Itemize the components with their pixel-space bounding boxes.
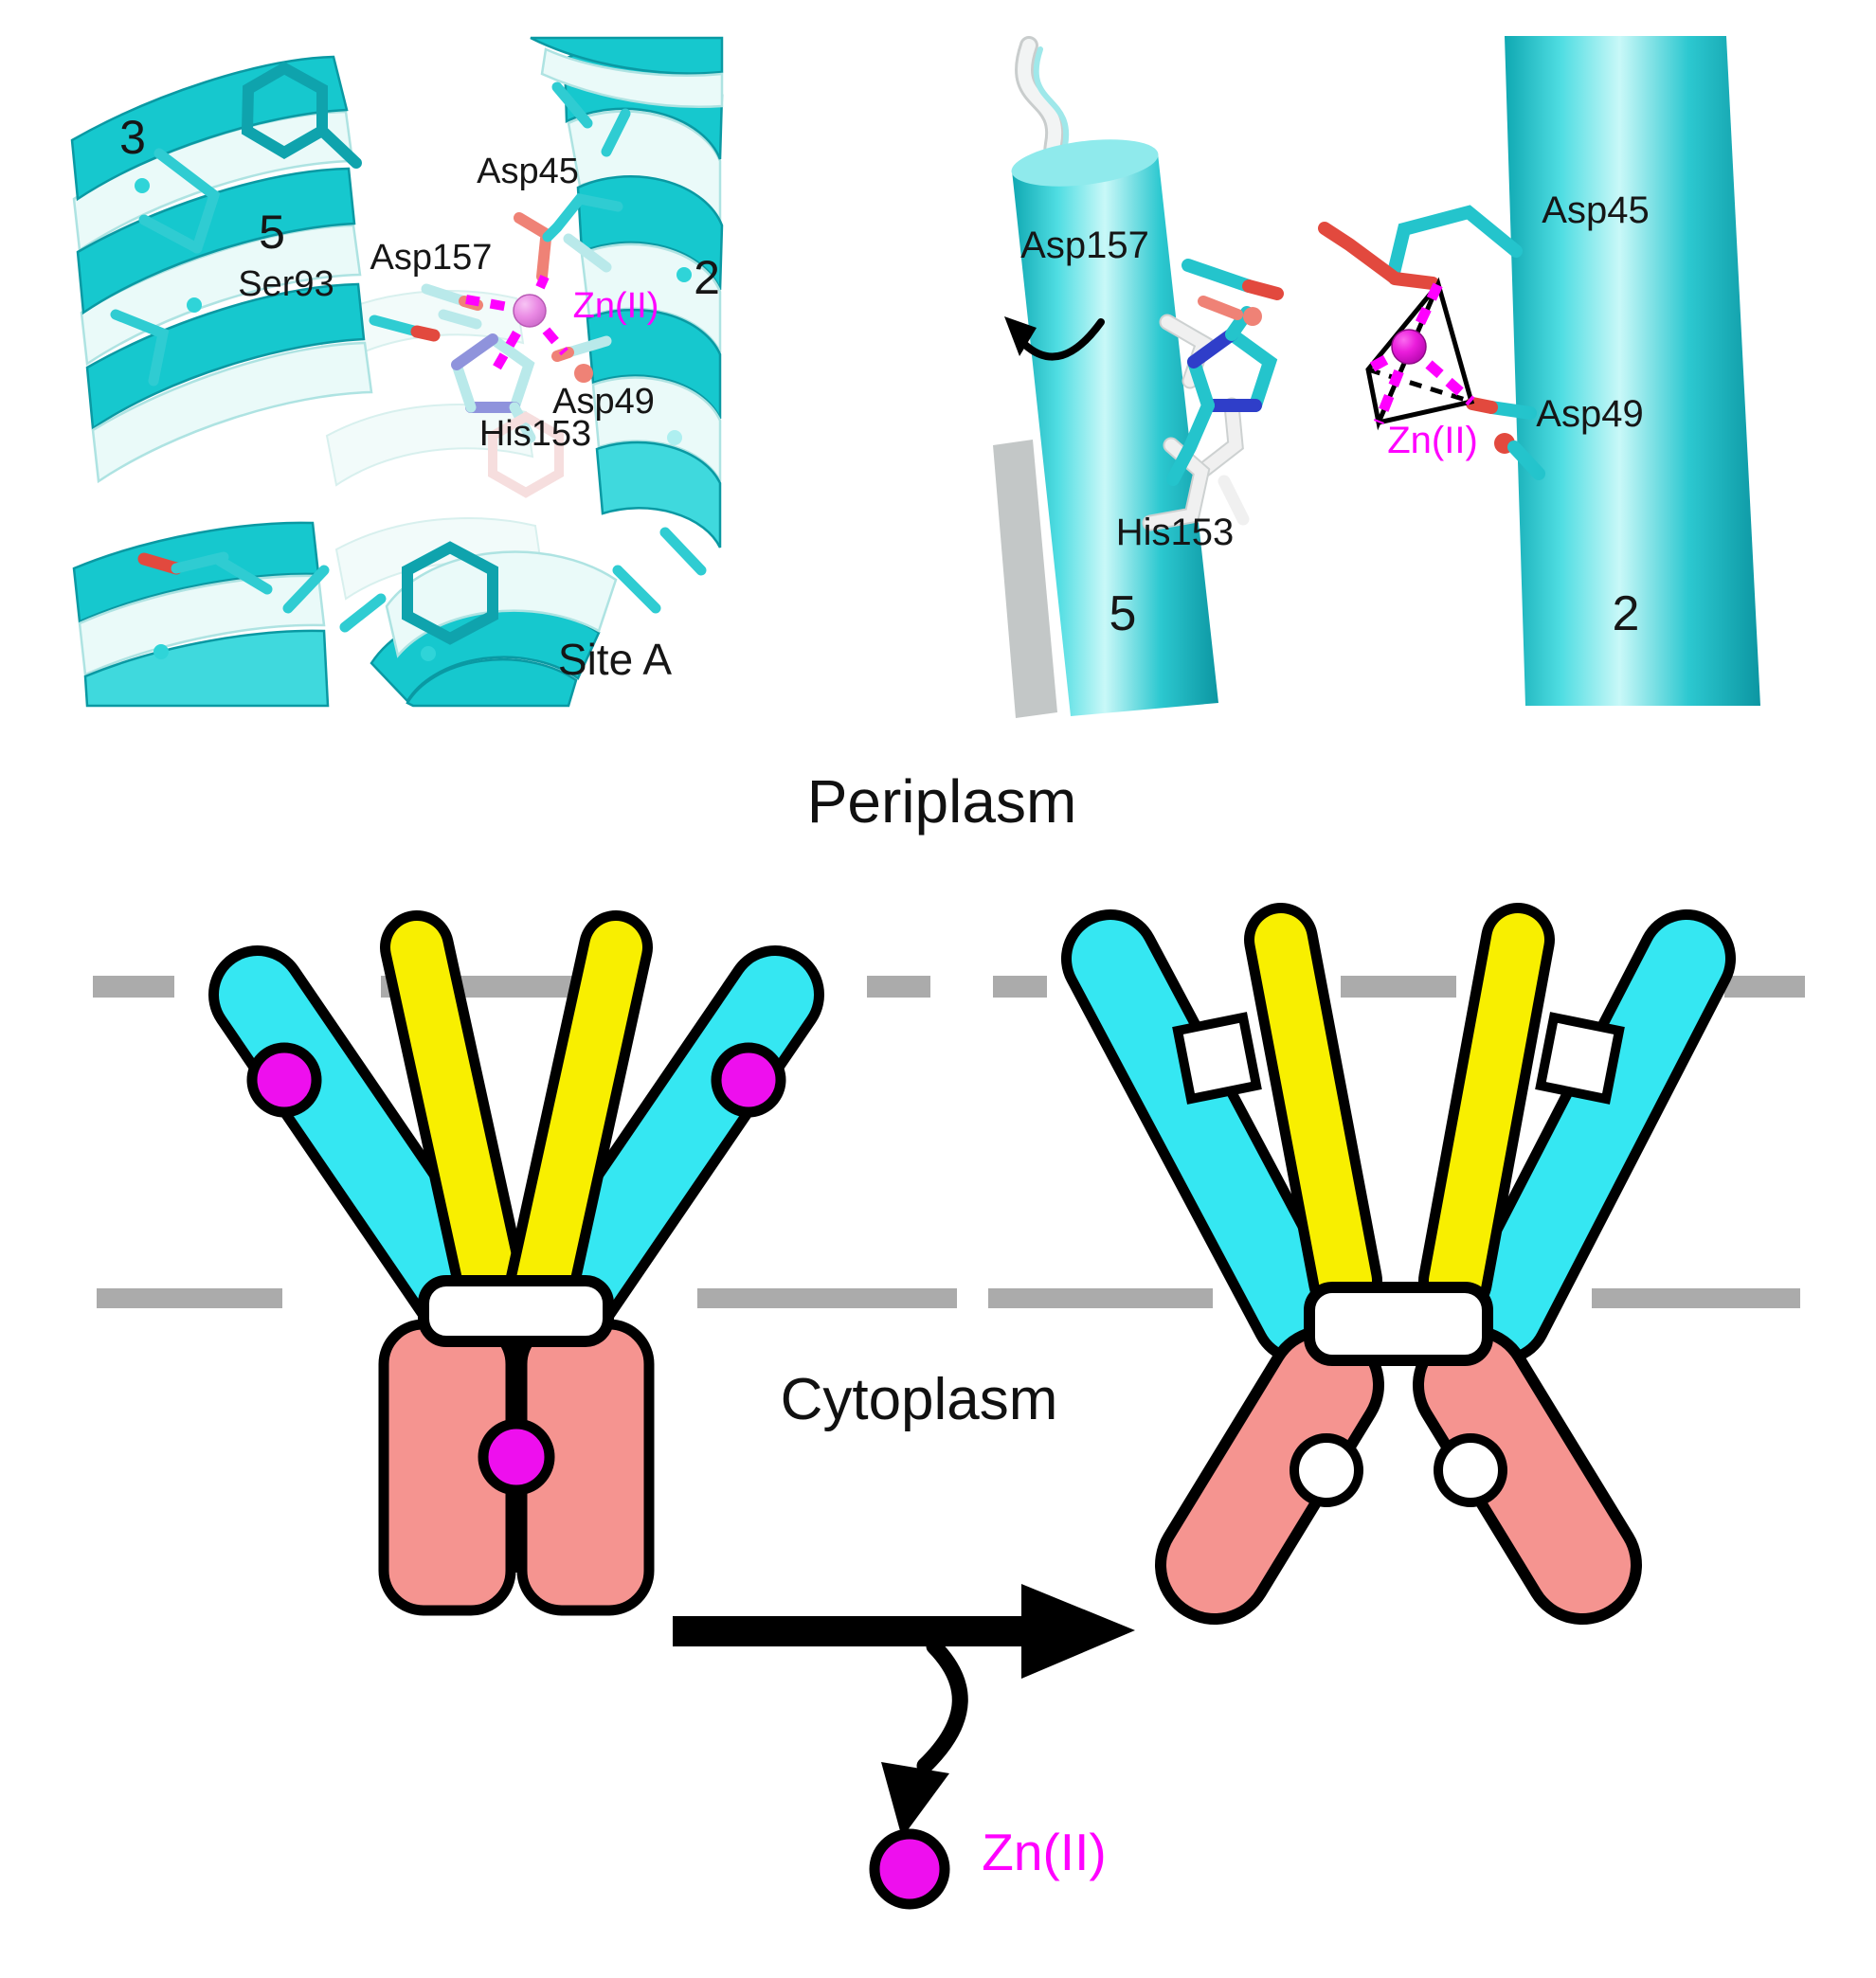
label-helix-2b: 2 <box>1613 586 1640 641</box>
helix-top-right <box>530 36 724 157</box>
his153-sticks-b <box>1166 306 1278 486</box>
empty-site-notch-right <box>1535 1012 1625 1105</box>
asp49-sticks-b <box>1466 397 1545 480</box>
label-periplasm: Periplasm <box>807 767 1077 836</box>
panel-a-labels: 3 5 Ser93 Asp157 Asp45 Zn(II) 2 Asp49 Hi… <box>119 111 720 684</box>
label-asp49-b: Asp49 <box>1536 393 1643 435</box>
label-his153-a: His153 <box>479 414 591 454</box>
empty-ctd-notch-right <box>1434 1433 1507 1507</box>
label-ser93: Ser93 <box>238 264 334 304</box>
membrane-inner-line <box>97 1288 1800 1308</box>
zn-ion-released <box>869 1828 950 1910</box>
protein-zn-bound <box>208 910 824 1616</box>
label-asp45-a: Asp45 <box>477 152 579 191</box>
label-helix-5a: 5 <box>259 206 285 259</box>
asp45-sticks-b <box>1318 205 1523 290</box>
linker-box-left <box>418 1275 614 1347</box>
panel-cylinders <box>993 36 1760 718</box>
label-asp49-a: Asp49 <box>552 382 655 422</box>
label-helix-3: 3 <box>119 111 146 164</box>
panel-b-labels: Asp45 Asp157 Asp49 Zn(II) His153 5 2 <box>1020 189 1650 641</box>
rotation-arrow <box>1004 316 1105 361</box>
label-cytoplasm: Cytoplasm <box>781 1367 1058 1432</box>
label-asp45-b: Asp45 <box>1542 189 1649 231</box>
label-zn-b: Zn(II) <box>1387 420 1478 461</box>
protein-zn-free <box>1061 903 1736 1625</box>
label-zn-a: Zn(II) <box>573 286 659 326</box>
empty-ctd-notch-left <box>1290 1433 1363 1507</box>
zn-ion-ctd <box>478 1418 555 1496</box>
empty-site-notch-left <box>1172 1012 1262 1105</box>
panel-site-a <box>70 36 724 708</box>
label-his153-b: His153 <box>1116 512 1235 553</box>
coordination-tetrahedron <box>1365 277 1475 431</box>
label-asp157-a: Asp157 <box>370 238 493 278</box>
gray-silhouette <box>993 440 1057 718</box>
zn-sphere-site-a <box>513 294 547 328</box>
label-asp157-b: Asp157 <box>1020 225 1149 266</box>
zn-sphere-b <box>1391 329 1427 365</box>
reaction-arrow <box>673 1584 1135 1838</box>
site-a-zn-coordination <box>465 274 568 374</box>
label-zn-released: Zn(II) <box>982 1823 1106 1881</box>
label-helix-2a: 2 <box>694 251 720 304</box>
label-helix-5b: 5 <box>1109 586 1137 641</box>
helix-bottom-left <box>72 521 330 708</box>
side-chain-sticks <box>110 62 707 645</box>
helix-2-cylinder <box>1505 36 1760 706</box>
zn-ion-tm-left <box>246 1042 322 1118</box>
helix-3-ribbon <box>70 55 373 484</box>
label-site-a: Site A <box>558 635 673 684</box>
membrane-schematic: Periplasm <box>93 767 1805 1910</box>
release-arrowhead <box>881 1762 949 1838</box>
linker-box-right <box>1304 1282 1493 1366</box>
helix-5-cylinder <box>1011 139 1218 716</box>
asp157-sticks-b <box>1182 259 1284 326</box>
zn-ion-tm-right <box>711 1042 786 1118</box>
